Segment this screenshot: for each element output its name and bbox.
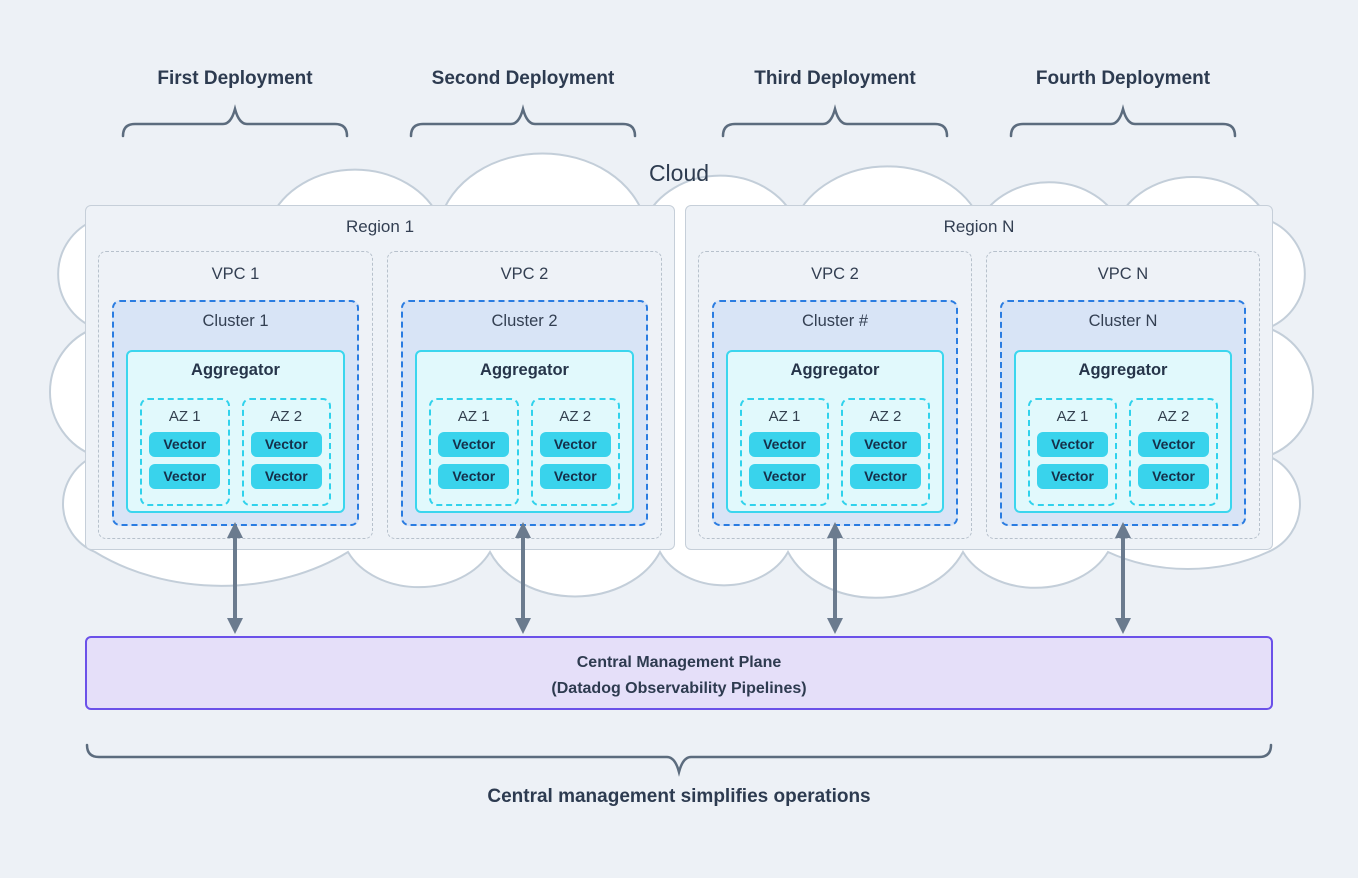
bidirectional-arrow-icon xyxy=(825,520,845,636)
aggregator-box: Aggregator AZ 1 Vector Vector AZ 2 Vecto… xyxy=(415,350,634,513)
az-title: AZ 2 xyxy=(270,408,303,425)
region-1-box: Region 1 VPC 1 Cluster 1 Aggregator AZ 1… xyxy=(85,205,675,550)
az-box: AZ 1 Vector Vector xyxy=(140,398,230,506)
vpc-title: VPC N xyxy=(1097,265,1149,283)
vpc-title: VPC 1 xyxy=(211,265,260,283)
az-box: AZ 1 Vector Vector xyxy=(1028,398,1117,506)
az-title: AZ 2 xyxy=(1157,408,1190,425)
cluster-box: Cluster 1 Aggregator AZ 1 Vector Vector … xyxy=(112,300,359,526)
az-row: AZ 1 Vector Vector AZ 2 Vector Vector xyxy=(740,398,930,506)
vpc-title: VPC 2 xyxy=(811,265,859,283)
caption-text: Central management simplifies operations xyxy=(487,786,871,807)
top-brace-icon-third xyxy=(721,104,949,138)
az-box: AZ 2 Vector Vector xyxy=(1129,398,1218,506)
az-box: AZ 2 Vector Vector xyxy=(841,398,930,506)
deployment-label-second: Second Deployment xyxy=(431,68,615,89)
az-row: AZ 1 Vector Vector AZ 2 Vector Vector xyxy=(429,398,620,506)
az-row: AZ 1 Vector Vector AZ 2 Vector Vector xyxy=(1028,398,1218,506)
vpc-box: VPC 1 Cluster 1 Aggregator AZ 1 Vector V… xyxy=(98,251,373,539)
az-title: AZ 1 xyxy=(457,408,490,425)
az-title: AZ 2 xyxy=(869,408,902,425)
cluster-title: Cluster N xyxy=(1088,312,1158,330)
plane-title-line2: (Datadog Observability Pipelines) xyxy=(551,679,807,697)
cloud-label: Cloud xyxy=(648,160,710,186)
vpc-row: VPC 1 Cluster 1 Aggregator AZ 1 Vector V… xyxy=(98,251,662,539)
vector-chip: Vector xyxy=(149,464,221,489)
aggregator-title: Aggregator xyxy=(790,361,880,379)
vpc-box: VPC 2 Cluster # Aggregator AZ 1 Vector V… xyxy=(698,251,972,539)
cluster-box: Cluster # Aggregator AZ 1 Vector Vector … xyxy=(712,300,958,526)
aggregator-box: Aggregator AZ 1 Vector Vector AZ 2 Vecto… xyxy=(126,350,345,513)
vector-chip: Vector xyxy=(539,432,611,457)
cluster-title: Cluster 1 xyxy=(202,312,269,330)
vpc-row: VPC 2 Cluster # Aggregator AZ 1 Vector V… xyxy=(698,251,1260,539)
top-brace-icon-second xyxy=(409,104,637,138)
vector-chip: Vector xyxy=(749,432,820,457)
az-title: AZ 1 xyxy=(768,408,801,425)
az-box: AZ 2 Vector Vector xyxy=(241,398,331,506)
vector-chip: Vector xyxy=(749,464,820,489)
vector-chip: Vector xyxy=(1138,432,1209,457)
deployment-label-fourth: Fourth Deployment xyxy=(1035,68,1211,89)
az-box: AZ 1 Vector Vector xyxy=(740,398,829,506)
vector-chip: Vector xyxy=(850,464,921,489)
vpc-box: VPC 2 Cluster 2 Aggregator AZ 1 Vector V… xyxy=(387,251,662,539)
cluster-box: Cluster N Aggregator AZ 1 Vector Vector … xyxy=(1000,300,1246,526)
vector-chip: Vector xyxy=(850,432,921,457)
vector-chip: Vector xyxy=(149,432,221,457)
aggregator-box: Aggregator AZ 1 Vector Vector AZ 2 Vecto… xyxy=(1014,350,1232,513)
vpc-title: VPC 2 xyxy=(500,265,549,283)
vector-chip: Vector xyxy=(1138,464,1209,489)
vector-chip: Vector xyxy=(250,432,322,457)
vector-chip: Vector xyxy=(438,464,510,489)
vector-chip: Vector xyxy=(438,432,510,457)
vpc-box: VPC N Cluster N Aggregator AZ 1 Vector V… xyxy=(986,251,1260,539)
aggregator-box: Aggregator AZ 1 Vector Vector AZ 2 Vecto… xyxy=(726,350,944,513)
deployment-label-first: First Deployment xyxy=(157,68,313,89)
region-title: Region 1 xyxy=(345,217,415,236)
vector-chip: Vector xyxy=(539,464,611,489)
central-management-plane-box: Central Management Plane (Datadog Observ… xyxy=(85,636,1273,710)
cluster-box: Cluster 2 Aggregator AZ 1 Vector Vector … xyxy=(401,300,648,526)
az-title: AZ 2 xyxy=(559,408,592,425)
top-brace-icon-first xyxy=(121,104,349,138)
vector-chip: Vector xyxy=(1037,432,1108,457)
bottom-brace-icon xyxy=(85,742,1273,778)
bidirectional-arrow-icon xyxy=(1113,520,1133,636)
az-title: AZ 1 xyxy=(1056,408,1089,425)
region-title: Region N xyxy=(943,217,1015,236)
vector-chip: Vector xyxy=(1037,464,1108,489)
bidirectional-arrow-icon xyxy=(225,520,245,636)
az-row: AZ 1 Vector Vector AZ 2 Vector Vector xyxy=(140,398,331,506)
az-box: AZ 1 Vector Vector xyxy=(429,398,519,506)
cluster-title: Cluster # xyxy=(801,312,869,330)
top-brace-icon-fourth xyxy=(1009,104,1237,138)
az-box: AZ 2 Vector Vector xyxy=(530,398,620,506)
aggregator-title: Aggregator xyxy=(1078,361,1168,379)
aggregator-title: Aggregator xyxy=(191,361,280,379)
az-title: AZ 1 xyxy=(168,408,201,425)
deployment-label-third: Third Deployment xyxy=(754,68,916,89)
region-n-box: Region N VPC 2 Cluster # Aggregator AZ 1… xyxy=(685,205,1273,550)
aggregator-title: Aggregator xyxy=(480,361,569,379)
bidirectional-arrow-icon xyxy=(513,520,533,636)
vector-chip: Vector xyxy=(250,464,322,489)
plane-title-line1: Central Management Plane xyxy=(576,654,782,671)
cluster-title: Cluster 2 xyxy=(491,312,558,330)
